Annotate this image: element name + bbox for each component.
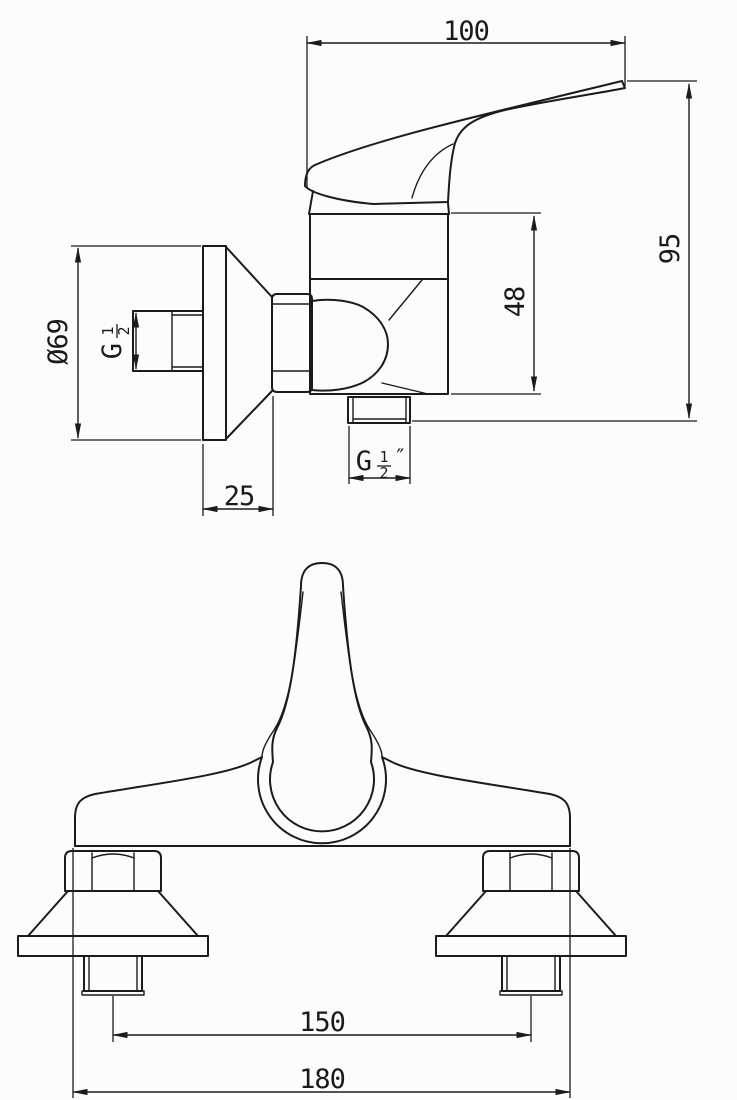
front-lever-contour-left bbox=[261, 591, 304, 758]
dim-handle-length-label: 100 bbox=[443, 16, 489, 47]
dim-outlet-thread: G 1 2 ″ bbox=[348, 426, 411, 484]
front-cone-left bbox=[27, 890, 199, 937]
front-pipe-left bbox=[83, 955, 143, 992]
front-pipe-left-lip bbox=[81, 990, 145, 996]
inlet-thread-numerator: 1 bbox=[99, 326, 117, 335]
dim-overall-width-label: 180 bbox=[299, 1064, 345, 1095]
front-mount-right bbox=[435, 850, 627, 996]
dim-hole-spacing-label: 150 bbox=[299, 1007, 345, 1038]
side-body-diagonal-lower bbox=[381, 382, 429, 395]
dim-wall-offset: 25 bbox=[202, 396, 274, 516]
front-lever-outline bbox=[269, 562, 375, 833]
front-hex-nut-right bbox=[482, 850, 580, 892]
dim-body-height-label: 48 bbox=[500, 287, 531, 318]
front-pipe-right bbox=[501, 955, 561, 992]
outlet-thread-prefix: G bbox=[356, 446, 371, 477]
side-neck bbox=[308, 190, 450, 215]
side-flange-cone-bottom bbox=[225, 390, 273, 440]
front-hex-nut-left-chamfer bbox=[91, 853, 135, 859]
dim-flange-diameter: Ø69 bbox=[43, 245, 201, 441]
front-body-outline bbox=[74, 756, 571, 847]
side-body bbox=[309, 213, 449, 395]
dim-overall-height-label: 95 bbox=[655, 234, 686, 265]
side-flange-cone-top bbox=[225, 246, 273, 298]
dim-overall-height: 95 bbox=[412, 80, 697, 422]
side-body-diagonal-upper bbox=[388, 279, 423, 321]
side-inlet-pipe bbox=[132, 310, 204, 372]
front-hex-nut-left bbox=[64, 850, 162, 892]
inlet-thread-prefix: G bbox=[97, 344, 128, 359]
outlet-thread-denominator: 2 bbox=[379, 464, 388, 482]
outlet-thread-suffix: ″ bbox=[394, 445, 407, 469]
front-flange-plate-left bbox=[17, 935, 209, 957]
dim-inlet-thread: G 1 2 bbox=[97, 312, 140, 370]
front-hex-nut-right-chamfer bbox=[509, 853, 553, 859]
front-flange-plate-right bbox=[435, 935, 627, 957]
inlet-thread-denominator: 2 bbox=[115, 326, 133, 335]
front-mount-left bbox=[17, 850, 209, 996]
dim-wall-offset-label: 25 bbox=[224, 481, 255, 512]
side-handle-inner-curve bbox=[411, 143, 454, 199]
front-cone-right bbox=[445, 890, 617, 937]
dim-handle-length: 100 bbox=[306, 16, 626, 188]
side-hex-nut bbox=[271, 293, 313, 393]
side-dome-cap bbox=[311, 298, 389, 392]
dim-body-height: 48 bbox=[451, 212, 541, 395]
side-view: 100 95 48 Ø69 G 1 bbox=[43, 16, 697, 516]
dim-overall-width: 180 bbox=[72, 848, 571, 1098]
dim-flange-diameter-label: Ø69 bbox=[43, 319, 74, 365]
dim-hole-spacing: 150 bbox=[112, 996, 532, 1042]
front-view: 150 180 bbox=[17, 562, 627, 1098]
side-outlet-pipe bbox=[347, 396, 411, 424]
side-handle-outline bbox=[304, 80, 626, 205]
side-wall-flange-plate bbox=[202, 245, 227, 441]
front-pipe-right-lip bbox=[499, 990, 563, 996]
outlet-thread-numerator: 1 bbox=[379, 448, 388, 466]
front-lever-contour-right bbox=[340, 591, 383, 758]
